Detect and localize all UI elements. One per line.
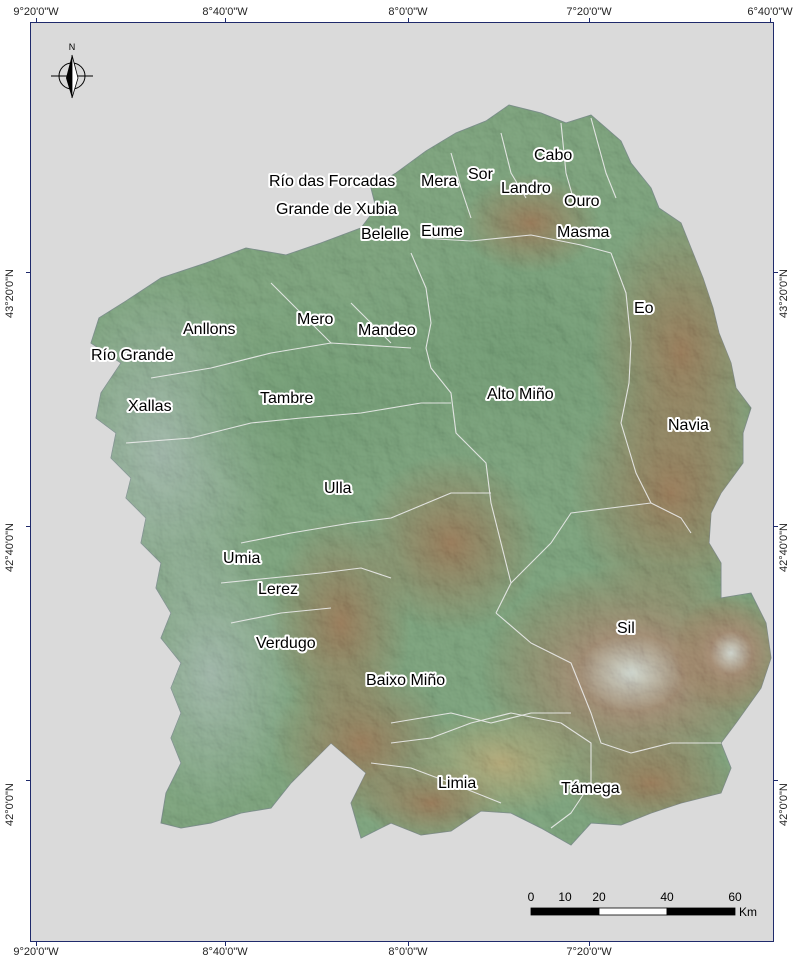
scale-unit: Km xyxy=(739,905,757,919)
coord-right-2: 42°40'0"N xyxy=(778,523,790,572)
coord-top-1: 9°20'0"W xyxy=(13,6,59,18)
north-arrow-right-icon xyxy=(71,54,79,99)
map-canvas: N Cabo Sor Río das Forcadas Mera Landro … xyxy=(51,42,772,919)
galicia-land xyxy=(90,104,772,846)
label-ulla: Ulla xyxy=(324,480,352,497)
north-arrow-left-icon xyxy=(66,55,72,98)
label-eume: Eume xyxy=(421,223,463,240)
tick xyxy=(772,526,778,527)
basin-labels: Cabo Sor Río das Forcadas Mera Landro Ou… xyxy=(89,145,711,799)
label-cabo: Cabo xyxy=(534,147,572,164)
label-xallas: Xallas xyxy=(128,398,172,415)
coord-bottom-3: 8°0'0"W xyxy=(388,946,428,958)
label-tamega: Támega xyxy=(561,780,620,797)
label-ouro: Ouro xyxy=(564,193,600,210)
tick xyxy=(26,272,32,273)
tick xyxy=(26,780,32,781)
tick xyxy=(36,940,37,946)
label-limia: Limia xyxy=(438,775,476,792)
tick xyxy=(589,940,590,946)
label-rio-grande: Río Grande xyxy=(91,347,174,364)
coord-right-3: 42°0'0"N xyxy=(778,783,790,826)
tick xyxy=(408,18,409,24)
tick xyxy=(225,18,226,24)
tick xyxy=(770,18,771,24)
tick xyxy=(589,18,590,24)
label-anllons: Anllons xyxy=(183,321,235,338)
label-eo: Eo xyxy=(634,300,654,317)
coord-right-1: 43°20'0"N xyxy=(778,269,790,318)
label-masma: Masma xyxy=(557,224,610,241)
scale-tick-0: 0 xyxy=(528,890,535,904)
label-belelle: Belelle xyxy=(361,226,409,243)
coord-bottom-1: 9°20'0"W xyxy=(13,946,59,958)
tick xyxy=(36,18,37,24)
label-alto-mino: Alto Miño xyxy=(487,386,554,403)
coord-top-5: 6°40'0"W xyxy=(747,6,793,18)
label-sil: Sil xyxy=(617,620,635,637)
scale-segment-3 xyxy=(666,907,736,916)
scale-bar: 0 10 20 40 60 Km xyxy=(528,890,757,919)
scale-tick-20: 20 xyxy=(592,890,606,904)
scale-tick-10: 10 xyxy=(558,890,572,904)
scale-segment-2 xyxy=(598,907,668,916)
coord-top-4: 7°20'0"W xyxy=(566,6,612,18)
label-lerez: Lerez xyxy=(258,581,298,598)
coord-left-1: 43°20'0"N xyxy=(4,269,16,318)
coord-left-3: 42°0'0"N xyxy=(4,783,16,826)
label-forcadas: Río das Forcadas xyxy=(269,173,395,190)
north-arrow: N xyxy=(51,42,93,99)
coord-top-3: 8°0'0"W xyxy=(388,6,428,18)
label-mandeo: Mandeo xyxy=(358,322,416,339)
label-mero: Mero xyxy=(297,311,334,328)
coord-left-2: 42°40'0"N xyxy=(4,523,16,572)
map-frame: N Cabo Sor Río das Forcadas Mera Landro … xyxy=(30,22,774,942)
coord-bottom-2: 8°40'0"W xyxy=(202,946,248,958)
tick xyxy=(225,940,226,946)
north-label: N xyxy=(69,42,76,52)
scale-tick-60: 60 xyxy=(728,890,742,904)
basin-boundaries xyxy=(125,117,721,829)
label-tambre: Tambre xyxy=(260,390,313,407)
label-navia: Navia xyxy=(668,417,709,434)
label-sor: Sor xyxy=(468,166,494,183)
scale-segment-1 xyxy=(530,907,600,916)
tick xyxy=(408,940,409,946)
tick xyxy=(772,780,778,781)
coord-top-2: 8°40'0"W xyxy=(202,6,248,18)
tick xyxy=(772,272,778,273)
label-umia: Umia xyxy=(223,550,260,567)
scale-tick-40: 40 xyxy=(660,890,674,904)
label-xubia: Grande de Xubia xyxy=(276,201,397,218)
label-mera: Mera xyxy=(421,173,458,190)
tick xyxy=(26,526,32,527)
coord-bottom-4: 7°20'0"W xyxy=(566,946,612,958)
label-verdugo: Verdugo xyxy=(256,635,316,652)
label-landro: Landro xyxy=(501,180,551,197)
label-baixo-mino: Baixo Miño xyxy=(366,672,445,689)
